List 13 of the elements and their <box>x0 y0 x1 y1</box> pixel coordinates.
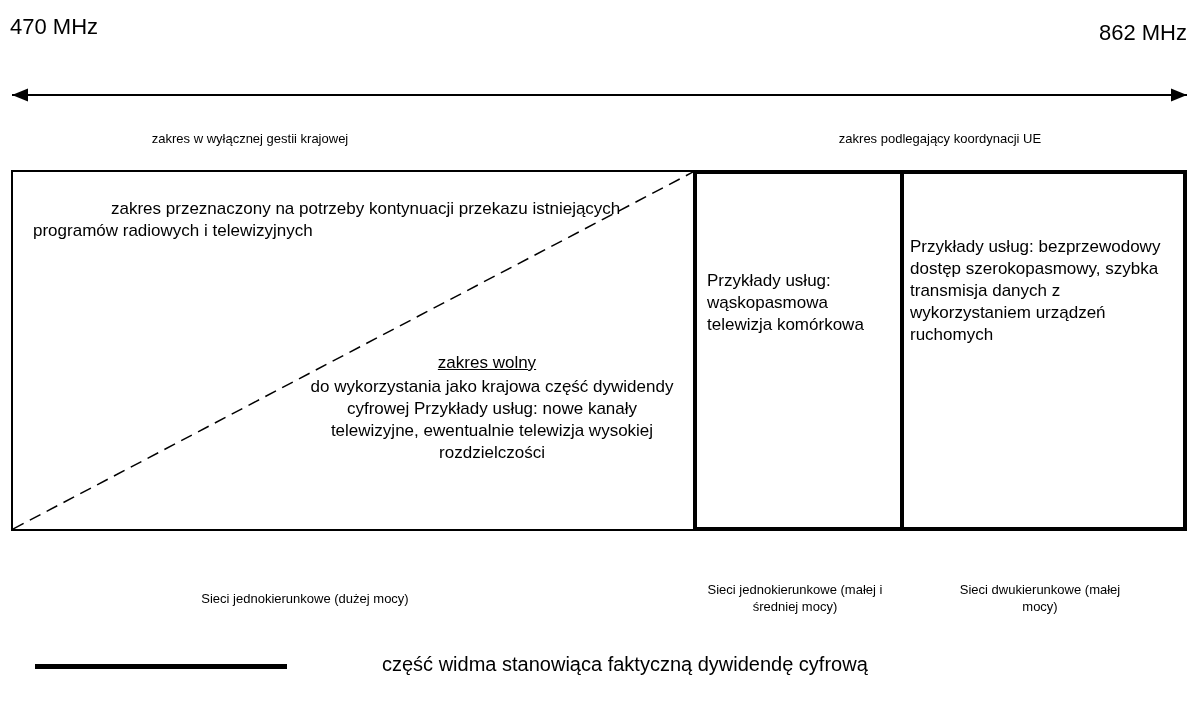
band-description: zakres przeznaczony na potrzeby kontynuacji przekazu istniejących programów radiowych i telewizyjnych <box>33 198 622 242</box>
network-label: Sieci jednokierunkowe (dużej mocy) <box>200 590 410 607</box>
network-label: Sieci jednokierunkowe (małej i średniej mocy) <box>706 581 884 615</box>
band-description: Przykłady usług: bezprzewodowy dostęp szerokopasmowy, szybka transmisja danych z wykorzystaniem urządzeń ruchomych <box>910 236 1162 346</box>
band-description: do wykorzystania jako krajowa część dywidendy cyfrowej Przykłady usług: nowe kanały telewizyjne, ewentualnie telewizja wysokiej rozdzielczości <box>309 376 675 464</box>
legend-text: część widma stanowiąca faktyczną dywidendę cyfrową <box>382 652 868 676</box>
range-label: zakres podlegający koordynacji UE <box>837 130 1043 147</box>
network-label: Sieci dwukierunkowe (małej mocy) <box>958 581 1122 615</box>
frequency-label: 862 MHz <box>1097 20 1187 46</box>
range-label: zakres w wyłącznej gestii krajowej <box>150 130 350 147</box>
band-description: Przykłady usług: wąskopasmowa telewizja komórkowa <box>707 270 865 336</box>
band-heading: zakres wolny <box>436 352 538 374</box>
frequency-label: 470 MHz <box>10 14 100 40</box>
